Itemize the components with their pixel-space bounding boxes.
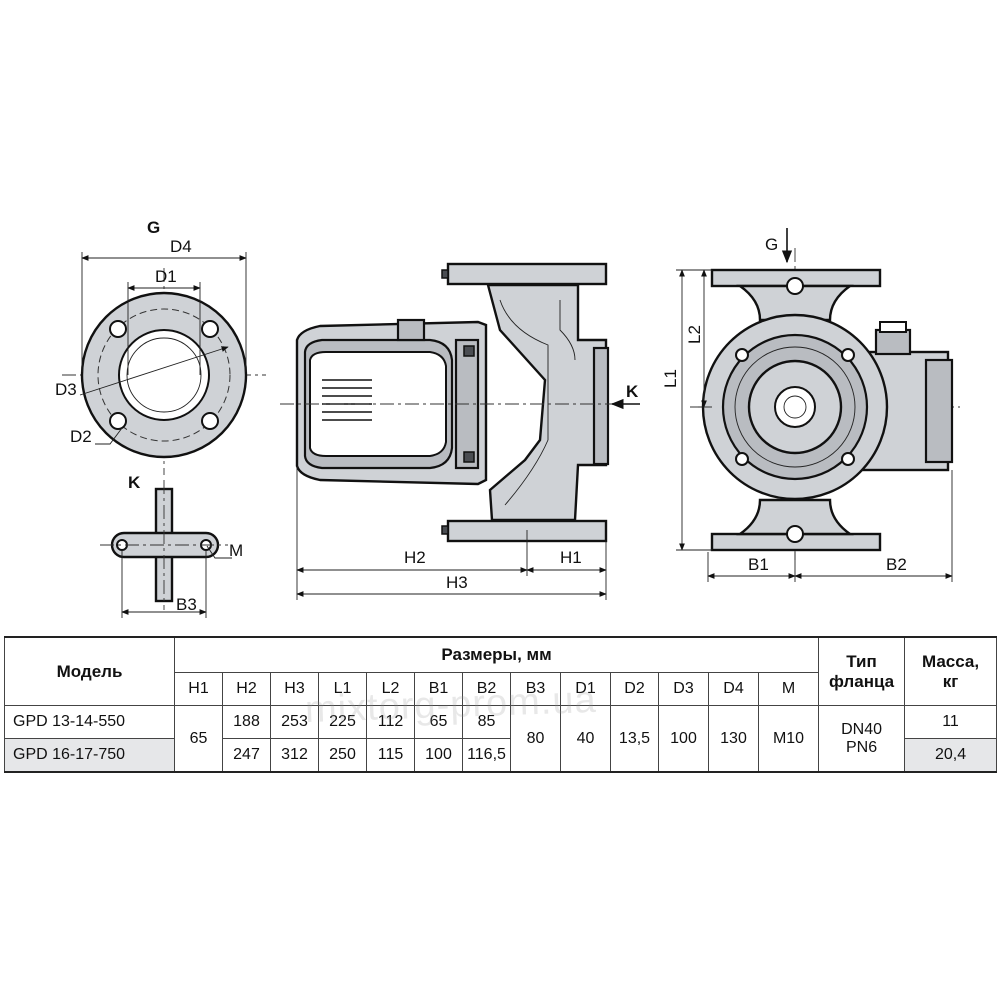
row2-mass: 20,4 <box>904 738 998 773</box>
row2-h3: 312 <box>270 738 319 773</box>
col-m: M <box>757 672 820 706</box>
dimensions-table: Модель Размеры, мм Тип фланца Масса, кг … <box>4 636 998 773</box>
flange-dn: DN40 <box>841 720 882 738</box>
label-d4: D4 <box>170 237 192 256</box>
label-h1: H1 <box>560 548 582 567</box>
label-m: M <box>229 541 243 560</box>
row1-b1: 65 <box>414 705 463 739</box>
flange-pn: PN6 <box>845 738 878 756</box>
col-h2: H2 <box>222 672 271 706</box>
header-dimensions: Размеры, мм <box>173 636 820 673</box>
col-d3: D3 <box>658 672 709 706</box>
table-row: GPD 16-17-750 247 312 250 115 100 116,5 … <box>4 738 998 773</box>
header-mass: Масса, кг <box>904 636 998 706</box>
row1-b2: 85 <box>462 705 511 739</box>
header-flange-line1: Тип <box>846 651 877 671</box>
row2-b1: 100 <box>414 738 463 773</box>
row1-mass: 11 <box>904 705 998 739</box>
shared-d2: 13,5 <box>610 705 659 773</box>
col-h1: H1 <box>174 672 223 706</box>
col-b3: B3 <box>510 672 561 706</box>
label-d3: D3 <box>55 380 77 399</box>
col-d1: D1 <box>560 672 611 706</box>
pump-top-view <box>676 228 960 582</box>
col-b1: B1 <box>414 672 463 706</box>
header-mass-line2: кг <box>942 671 959 691</box>
row1-h2: 188 <box>222 705 271 739</box>
col-h3: H3 <box>270 672 319 706</box>
pump-side-view <box>280 262 640 600</box>
row1-h3: 253 <box>270 705 319 739</box>
pump-dimension-drawing: G D4 D1 D3 D2 K M B3 <box>55 218 960 618</box>
shared-d4: 130 <box>708 705 759 773</box>
row2-l1: 250 <box>318 738 367 773</box>
row1-model: GPD 13-14-550 <box>4 705 175 739</box>
header-mass-line1: Масса, <box>921 651 980 671</box>
row1-l2: 112 <box>366 705 415 739</box>
row2-b2: 116,5 <box>462 738 511 773</box>
col-l2: L2 <box>366 672 415 706</box>
label-l2: L2 <box>685 325 704 344</box>
header-model: Модель <box>4 636 175 706</box>
row2-l2: 115 <box>366 738 415 773</box>
col-l1: L1 <box>318 672 367 706</box>
header-flange-line2: фланца <box>828 671 895 691</box>
label-b2: B2 <box>886 555 907 574</box>
label-g-right: G <box>765 235 778 254</box>
shared-m: M10 <box>757 705 820 773</box>
label-h3: H3 <box>446 573 468 592</box>
label-d2: D2 <box>70 427 92 446</box>
label-b3: B3 <box>176 595 197 614</box>
shared-flange: DN40 PN6 <box>818 705 906 773</box>
flange-front-view <box>62 252 266 475</box>
row2-h2: 247 <box>222 738 271 773</box>
shared-h1: 65 <box>174 705 223 773</box>
label-k-mid: K <box>626 382 639 401</box>
col-d4: D4 <box>708 672 759 706</box>
header-flange-type: Тип фланца <box>818 636 906 706</box>
shared-d3: 100 <box>658 705 709 773</box>
label-k-left: K <box>128 473 141 492</box>
k-section-view <box>100 480 232 618</box>
shared-d1: 40 <box>560 705 611 773</box>
shared-b3: 80 <box>510 705 561 773</box>
table-row: GPD 13-14-550 65 188 253 225 112 65 85 8… <box>4 705 998 773</box>
label-d1: D1 <box>155 267 177 286</box>
col-b2: B2 <box>462 672 511 706</box>
row1-l1: 225 <box>318 705 367 739</box>
row2-model: GPD 16-17-750 <box>4 738 175 773</box>
col-d2: D2 <box>610 672 659 706</box>
label-l1: L1 <box>661 369 680 388</box>
label-b1: B1 <box>748 555 769 574</box>
label-h2: H2 <box>404 548 426 567</box>
label-g-left: G <box>147 218 160 237</box>
